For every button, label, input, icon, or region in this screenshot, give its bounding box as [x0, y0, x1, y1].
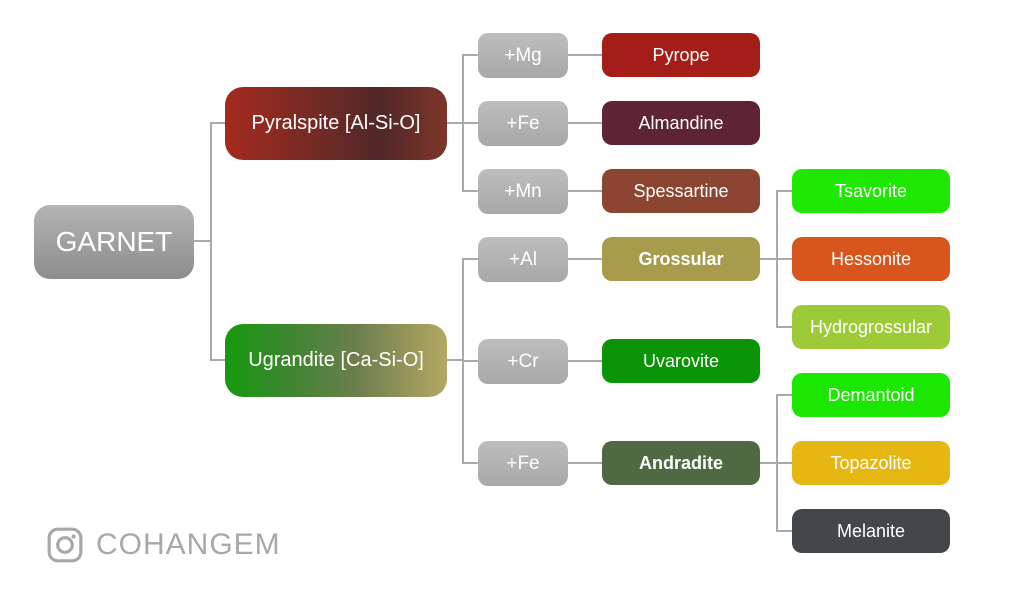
connector-line	[210, 359, 225, 361]
mineral-node-pyrope: Pyrope	[602, 33, 760, 77]
instagram-icon	[46, 526, 84, 564]
connector-line	[776, 190, 792, 192]
connector-line	[568, 122, 602, 124]
root-node-garnet: GARNET	[34, 205, 194, 279]
connector-line	[568, 190, 602, 192]
connector-line	[462, 258, 478, 260]
connector-line	[447, 359, 463, 361]
connector-line	[462, 54, 478, 56]
connector-line	[568, 360, 602, 362]
connector-line	[462, 190, 478, 192]
variety-node-hessonite: Hessonite	[792, 237, 950, 281]
connector-line	[776, 258, 792, 260]
connector-line	[210, 122, 212, 361]
element-node-cr: +Cr	[478, 339, 568, 384]
group-node-pyralspite: Pyralspite [Al-Si-O]	[225, 87, 447, 160]
variety-node-hydrogrossular: Hydrogrossular	[792, 305, 950, 349]
mineral-node-andradite: Andradite	[602, 441, 760, 485]
mineral-node-spessartine: Spessartine	[602, 169, 760, 213]
connector-line	[462, 360, 478, 362]
element-node-mg: +Mg	[478, 33, 568, 78]
connector-line	[776, 394, 792, 396]
mineral-node-almandine: Almandine	[602, 101, 760, 145]
connector-line	[462, 462, 478, 464]
connector-line	[776, 326, 792, 328]
element-node-al: +Al	[478, 237, 568, 282]
brand-name: COHANGEM	[96, 528, 281, 561]
connector-line	[193, 240, 211, 242]
connector-line	[568, 462, 602, 464]
element-node-fe: +Fe	[478, 101, 568, 146]
variety-node-melanite: Melanite	[792, 509, 950, 553]
mineral-node-grossular: Grossular	[602, 237, 760, 281]
connector-line	[776, 530, 792, 532]
connector-line	[760, 462, 778, 464]
element-node-mn: +Mn	[478, 169, 568, 214]
connector-line	[760, 258, 778, 260]
connector-line	[210, 122, 225, 124]
connector-line	[462, 122, 478, 124]
element-node-fe2: +Fe	[478, 441, 568, 486]
variety-node-tsavorite: Tsavorite	[792, 169, 950, 213]
brand-watermark: COHANGEM	[46, 526, 281, 564]
variety-node-demantoid: Demantoid	[792, 373, 950, 417]
connector-line	[568, 258, 602, 260]
connector-line	[447, 122, 463, 124]
connector-line	[568, 54, 602, 56]
group-node-ugrandite: Ugrandite [Ca-Si-O]	[225, 324, 447, 397]
mineral-node-uvarovite: Uvarovite	[602, 339, 760, 383]
variety-node-topazolite: Topazolite	[792, 441, 950, 485]
connector-line	[776, 462, 792, 464]
